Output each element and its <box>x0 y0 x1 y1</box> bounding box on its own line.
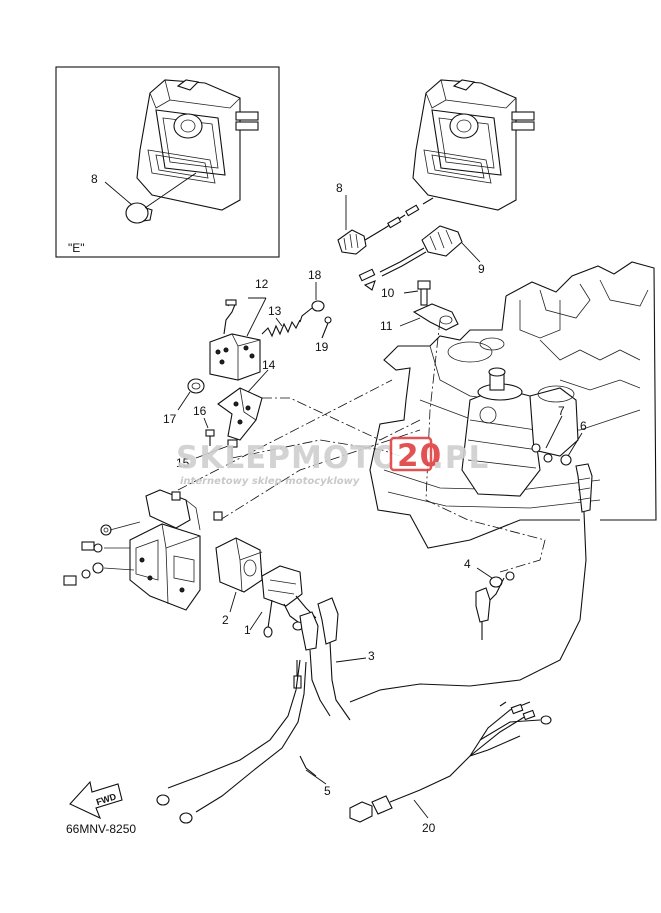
callout-7: 7 <box>558 404 565 418</box>
callout-20: 20 <box>422 821 436 835</box>
inset-label: "E" <box>68 241 85 255</box>
watermark-tagline: internetowy sklep motocyklowy <box>180 476 360 487</box>
ignition-coil-1 <box>261 565 317 638</box>
callout-1: 1 <box>244 623 251 637</box>
callout-8-inset: 8 <box>91 172 98 186</box>
grommet-17 <box>187 378 205 394</box>
rectifier-block-12 <box>209 299 261 381</box>
watermark: SKLEPMOTO 20 .PL internetowy sklep motoc… <box>176 436 489 487</box>
fwd-arrow-icon: FWD <box>69 780 123 820</box>
diagram-code: 66MNV-8250 <box>66 822 136 836</box>
callout-4: 4 <box>464 557 471 571</box>
bracket-cover-top <box>412 79 535 211</box>
wire-grommet-8 <box>337 197 434 255</box>
bolt-15 <box>227 439 238 458</box>
callout-19: 19 <box>315 340 329 354</box>
pin-19 <box>321 316 332 339</box>
callout-11: 11 <box>380 319 393 333</box>
callout-16: 16 <box>193 404 207 418</box>
callout-10: 10 <box>381 286 395 300</box>
engine-block <box>369 261 657 549</box>
bolt-10 <box>417 280 431 306</box>
callout-2: 2 <box>222 613 229 627</box>
watermark-brand-right: .PL <box>432 440 489 476</box>
callout-6: 6 <box>580 419 587 433</box>
callout-13: 13 <box>268 304 282 318</box>
bracket-14 <box>217 387 263 441</box>
harness-20 <box>349 701 552 823</box>
inset-bracket-cover <box>136 79 259 211</box>
callout-18: 18 <box>308 268 322 282</box>
inset-grommet-8 <box>125 202 153 224</box>
spring-13 <box>261 319 301 338</box>
callout-14: 14 <box>262 358 276 372</box>
callout-8: 8 <box>336 181 343 195</box>
cdi-unit-2 <box>215 537 263 593</box>
callout-15: 15 <box>176 456 190 470</box>
watermark-brand-left: SKLEPMOTO <box>176 440 400 476</box>
ring-terminal-18 <box>299 300 325 323</box>
fasteners-left <box>63 491 223 586</box>
cdi-bracket <box>129 489 201 611</box>
callout-17: 17 <box>163 412 177 426</box>
ground-lead-4 <box>475 571 515 640</box>
plug-cap-right <box>349 463 593 703</box>
plug-caps-center <box>293 597 351 721</box>
inset-e-panel: "E" 8 <box>55 66 280 258</box>
callout-9: 9 <box>478 262 485 276</box>
clamp-11 <box>412 303 459 331</box>
callout-5: 5 <box>324 784 331 798</box>
bolt-16 <box>205 429 215 446</box>
callout-12: 12 <box>255 277 269 291</box>
connector-wire-9 <box>358 225 463 291</box>
callout-3: 3 <box>368 649 375 663</box>
wire-harness-5 <box>156 659 317 824</box>
watermark-brand-box: 20 <box>397 438 442 474</box>
